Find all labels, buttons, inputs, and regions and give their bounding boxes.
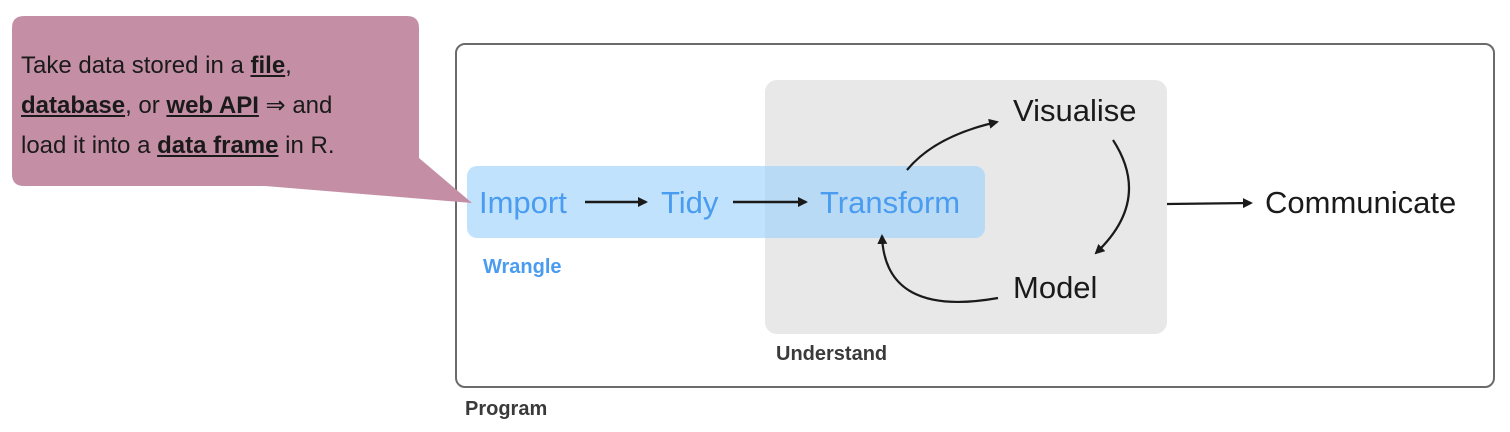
callout-line-2: database, or web API ⇒ and [21,86,411,126]
arrow-transform-visualise [906,118,999,171]
callout-text-part: ⇒ and [258,92,333,119]
label-program: Program [465,398,548,420]
callout-text-part: , or [125,92,167,119]
label-wrangle: Wrangle [483,256,562,278]
node-import: Import [479,185,567,220]
callout-text-part: , [285,52,292,79]
callout-line-3: load it into a data frame in R. [21,126,411,166]
arrow-model-transform [877,234,999,303]
label-understand: Understand [776,343,888,365]
callout-text-part: Take data stored in a [21,52,251,79]
node-communicate: Communicate [1265,185,1457,220]
callout-line-1: Take data stored in a file, [21,46,411,86]
database-link: database [21,92,126,119]
callout-text: Take data stored in a file, database, or… [21,46,411,166]
node-transform: Transform [820,185,961,220]
data-frame-link: data frame [157,132,279,159]
node-visualise: Visualise [1013,93,1137,128]
wrangle-region [467,166,985,238]
node-model: Model [1013,270,1098,305]
arrow-visualise-model [1094,139,1131,255]
arrow-to-communicate [1166,198,1253,209]
web-api-link: web API [166,92,259,119]
callout-shape [12,16,472,203]
callout-text-part: load it into a [21,132,158,159]
file-link: file [250,52,286,79]
node-tidy: Tidy [661,185,719,220]
program-box [455,43,1495,388]
callout-text-part: in R. [278,132,335,159]
